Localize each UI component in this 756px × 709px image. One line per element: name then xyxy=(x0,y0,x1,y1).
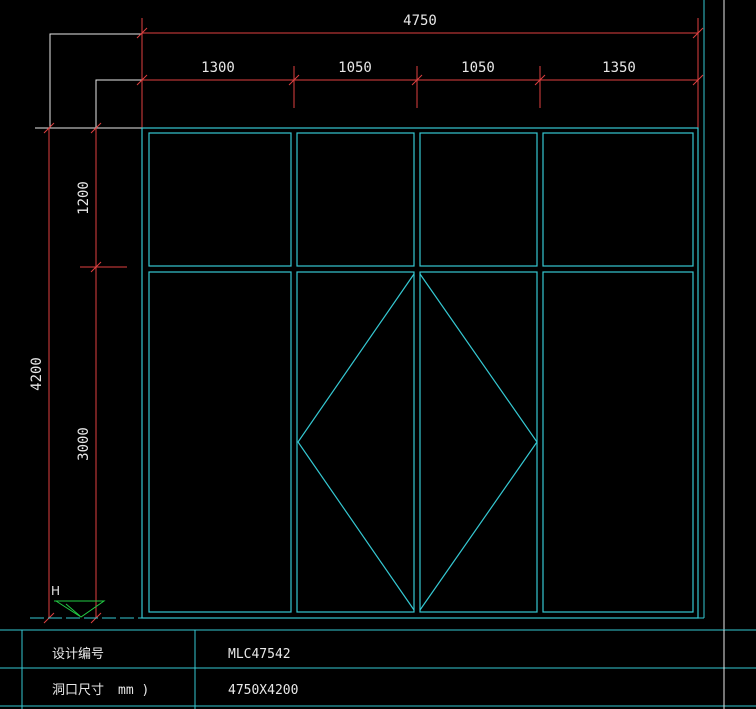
row-2-value: 4750X4200 xyxy=(228,683,298,698)
pane-top-4 xyxy=(542,132,694,267)
pane-bottom-3 xyxy=(419,271,538,613)
window-frame xyxy=(141,127,699,619)
segment-1-label: 1300 xyxy=(201,60,235,76)
segment-3-label: 1050 xyxy=(461,60,495,76)
row-2-unit: mm ) xyxy=(118,683,149,698)
pane-bottom-1 xyxy=(148,271,292,613)
sheet-border xyxy=(703,0,725,709)
pane-top-3 xyxy=(419,132,538,267)
pane-bottom-4 xyxy=(542,271,694,613)
swing-mark-right xyxy=(419,273,538,611)
overall-height-label: 4200 xyxy=(29,357,45,391)
leader-lines xyxy=(35,33,142,129)
segment-4-label: 1350 xyxy=(602,60,636,76)
pane-top-1 xyxy=(148,132,292,267)
level-marker: H xyxy=(51,584,106,618)
title-block-text: 设计编号 MLC47542 洞口尺寸 mm ) 4750X4200 xyxy=(52,647,298,698)
row-2-label: 洞口尺寸 xyxy=(52,683,104,698)
overall-width-label: 4750 xyxy=(403,13,437,29)
title-block xyxy=(0,629,756,709)
pane-top-2 xyxy=(296,132,415,267)
swing-mark-left xyxy=(297,273,415,611)
lower-height-label: 3000 xyxy=(76,427,92,461)
segment-2-label: 1050 xyxy=(338,60,372,76)
upper-height-label: 1200 xyxy=(76,181,92,215)
level-marker-label: H xyxy=(51,584,60,598)
row-1-label: 设计编号 xyxy=(52,647,104,662)
level-marker-icon xyxy=(54,600,106,618)
dimension-labels: 4750 1300 1050 1050 1350 4200 1200 3000 xyxy=(29,13,636,461)
row-1-value: MLC47542 xyxy=(228,647,291,662)
horizontal-dimensions xyxy=(136,18,704,128)
pane-bottom-2 xyxy=(296,271,415,613)
